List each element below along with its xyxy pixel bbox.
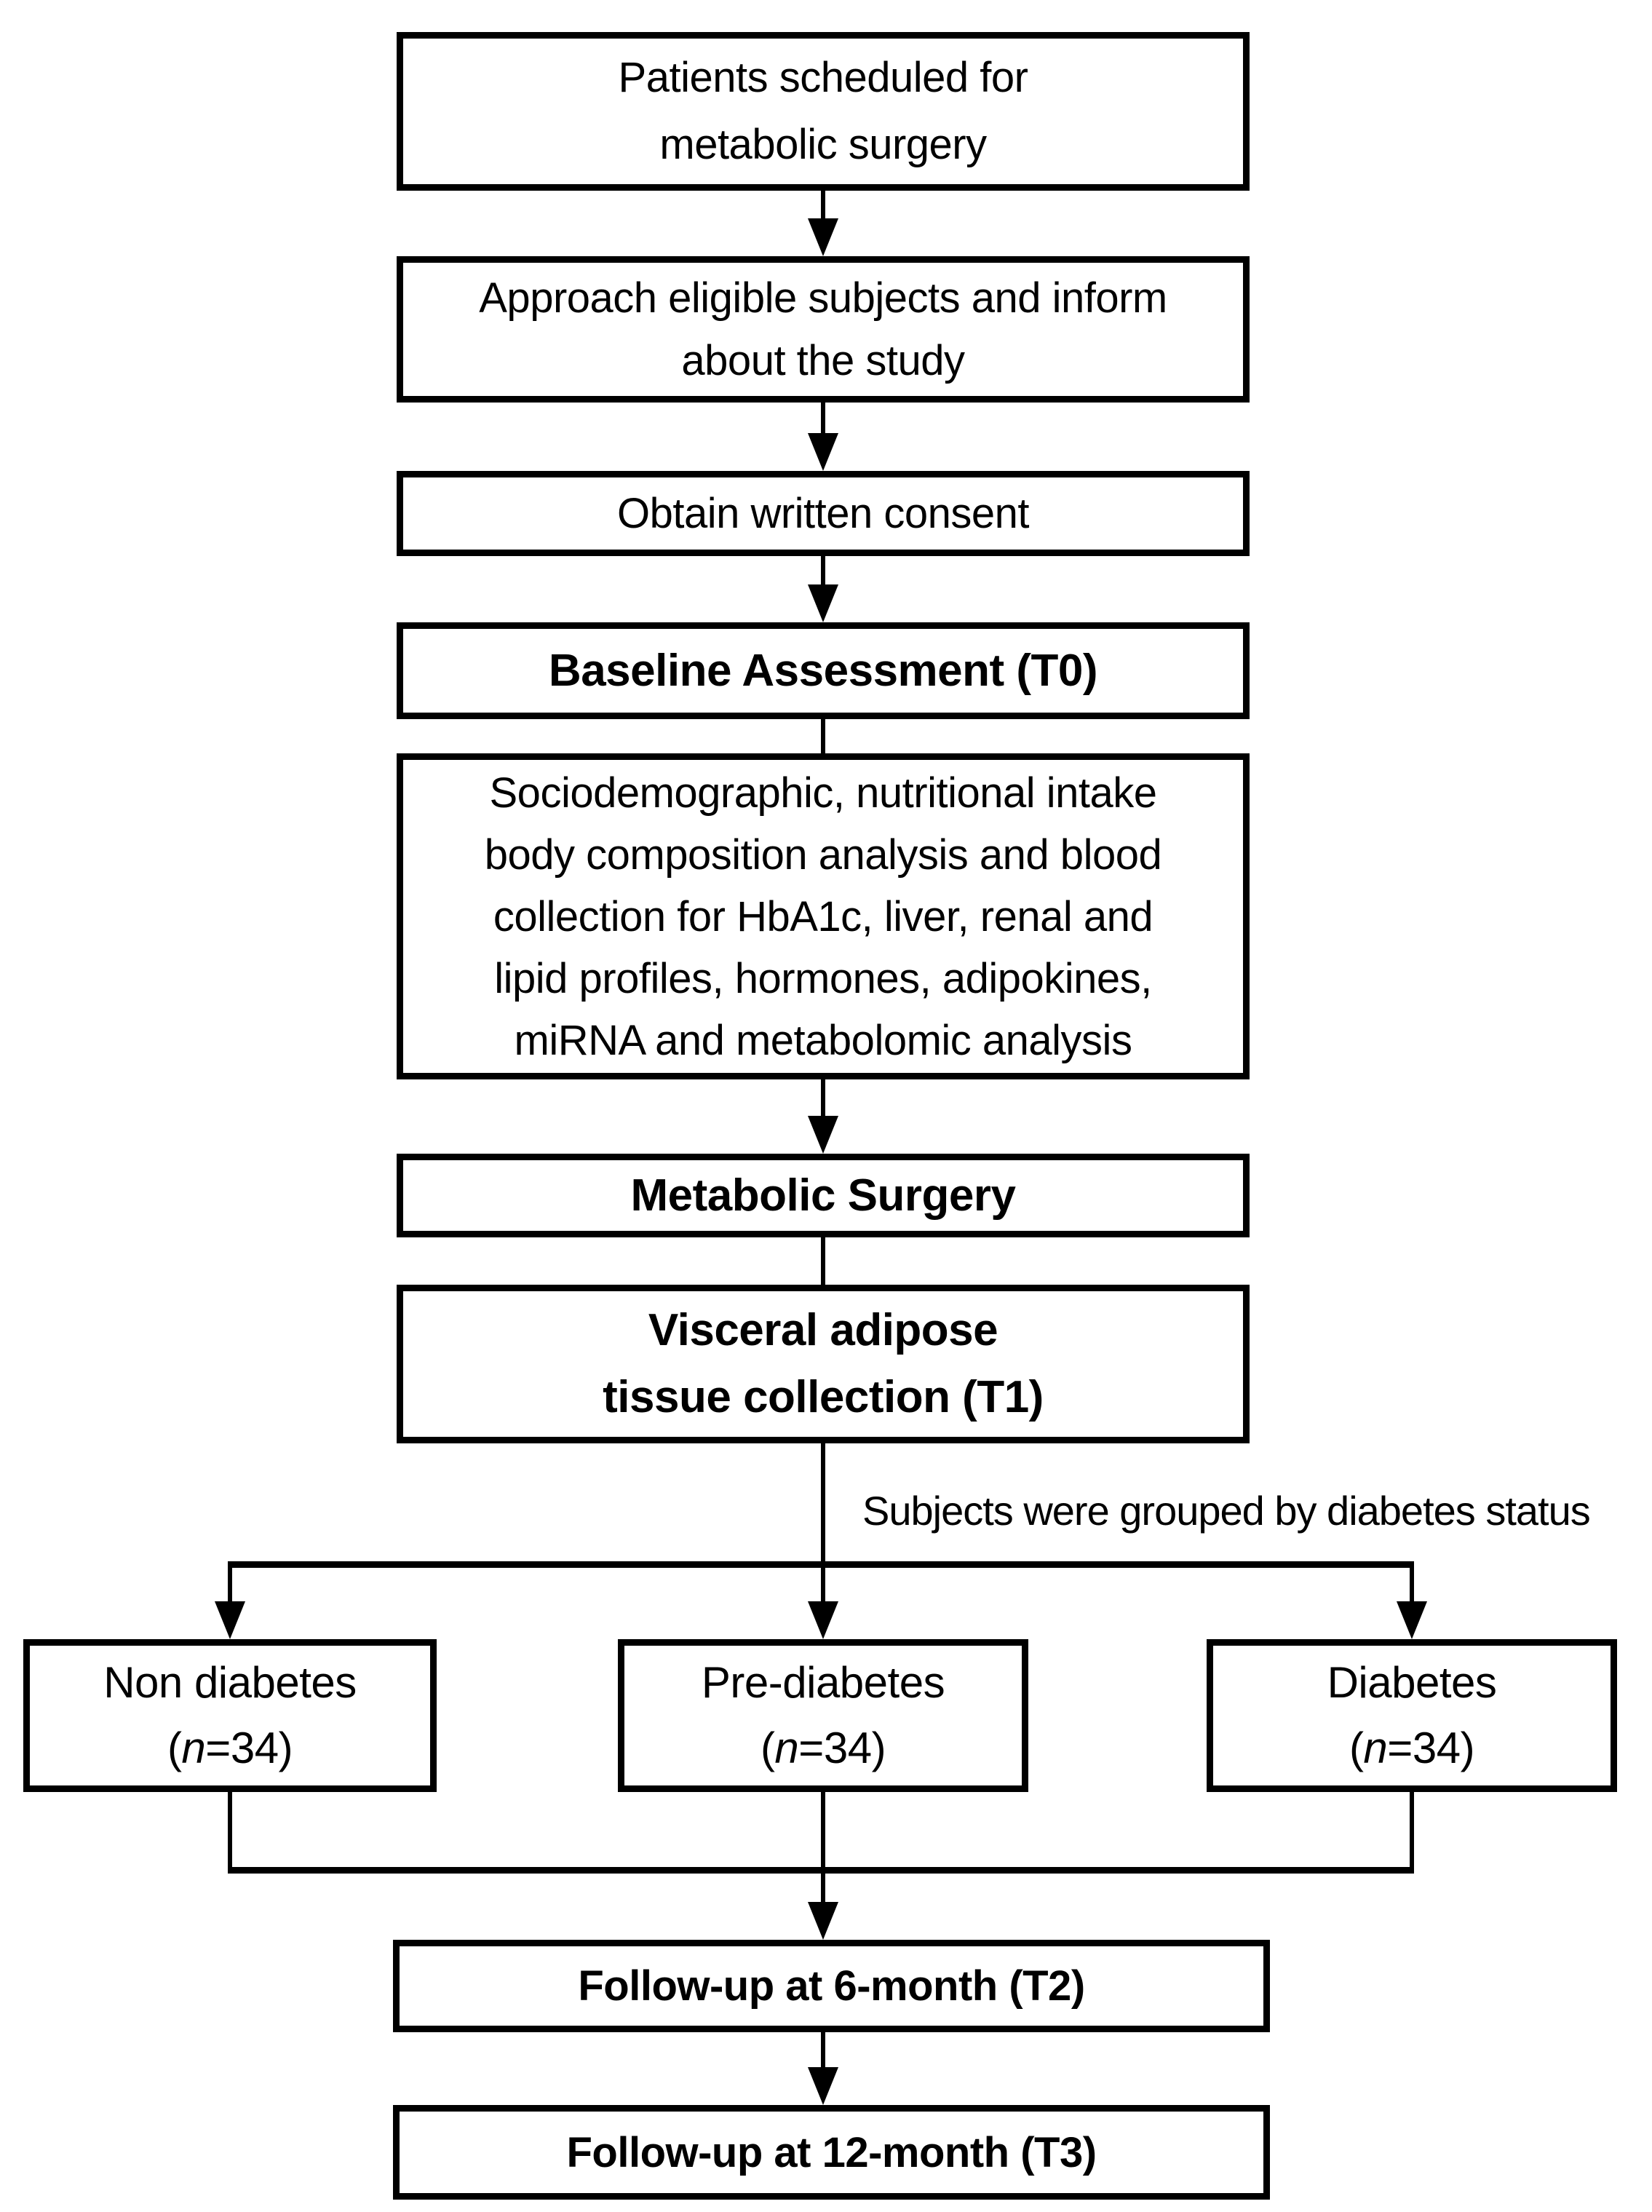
flow-box-baseline-line1: Baseline Assessment (T0) — [548, 646, 1098, 696]
flow-line-merge-followup6 — [821, 1867, 825, 1903]
flow-box-followup-12-month: Follow-up at 12-month (T3) — [393, 2105, 1270, 2200]
flow-box-detail-line3: collection for HbA1c, liver, renal and — [493, 892, 1153, 940]
flow-line-merge-middle — [821, 1792, 825, 1870]
flow-box-diabetes: Diabetes (n=34) — [1207, 1639, 1617, 1792]
arrow-down-icon — [808, 218, 838, 256]
flow-line-branch — [228, 1561, 1414, 1568]
flow-box-approach: Approach eligible subjects and inform ab… — [397, 256, 1250, 403]
flow-box-baseline-assessment: Baseline Assessment (T0) — [397, 622, 1250, 719]
grouping-label: Subjects were grouped by diabetes status — [862, 1488, 1591, 1534]
flow-box-consent-line1: Obtain written consent — [616, 490, 1030, 537]
arrow-down-icon — [808, 1902, 838, 1940]
non-diabetes-name: Non diabetes — [103, 1658, 357, 1707]
non-diabetes-count: (n=34) — [167, 1716, 293, 1781]
flow-box-metabolic-surgery: Metabolic Surgery — [397, 1154, 1250, 1237]
paren: ( — [1349, 1724, 1364, 1772]
flow-line-approach-consent — [821, 403, 825, 435]
flow-box-patients-line2: metabolic surgery — [659, 121, 987, 168]
flow-line-consent-baseline — [821, 556, 825, 586]
flow-line-merge-left — [228, 1792, 232, 1870]
flow-box-detail-line1: Sociodemographic, nutritional intake — [489, 769, 1158, 817]
flow-box-pre-diabetes: Pre-diabetes (n=34) — [618, 1639, 1028, 1792]
flow-line-baseline-detail — [821, 719, 825, 753]
flow-box-consent: Obtain written consent — [397, 471, 1250, 556]
flow-box-baseline-detail: Sociodemographic, nutritional intake bod… — [397, 753, 1250, 1079]
arrow-down-icon — [1397, 1601, 1427, 1639]
pre-diabetes-count: (n=34) — [761, 1716, 886, 1781]
flow-line-patients-approach — [821, 191, 825, 221]
pre-diabetes-name: Pre-diabetes — [701, 1658, 945, 1707]
flow-box-tissue-line2: tissue collection (T1) — [603, 1372, 1044, 1422]
flow-box-detail-line2: body composition analysis and blood — [484, 831, 1162, 879]
flow-box-approach-line2: about the study — [681, 336, 965, 384]
flow-line-branch-left — [228, 1561, 232, 1603]
paren: ( — [167, 1724, 182, 1772]
arrow-down-icon — [215, 1601, 245, 1639]
flow-box-tissue-collection: Visceral adipose tissue collection (T1) — [397, 1285, 1250, 1443]
n-value: =34) — [798, 1724, 886, 1772]
diabetes-count: (n=34) — [1349, 1716, 1475, 1781]
flow-line-branch-right — [1410, 1561, 1414, 1603]
n-symbol: n — [181, 1724, 206, 1772]
flow-box-detail-line4: lipid profiles, hormones, adipokines, — [494, 954, 1152, 1002]
arrow-down-icon — [808, 1116, 838, 1154]
flow-box-followup-6-month: Follow-up at 6-month (T2) — [393, 1940, 1270, 2032]
flow-box-approach-line1: Approach eligible subjects and inform — [479, 274, 1167, 322]
flow-line-followup6-followup12 — [821, 2032, 825, 2069]
arrow-down-icon — [808, 433, 838, 471]
flow-line-surgery-tissue — [821, 1237, 825, 1285]
followup-12-line1: Follow-up at 12-month (T3) — [566, 2128, 1097, 2176]
flow-box-detail-line5: miRNA and metabolomic analysis — [514, 1016, 1132, 1064]
flow-box-patients-line1: Patients scheduled for — [618, 54, 1028, 101]
flow-line-detail-surgery — [821, 1079, 825, 1117]
n-value: =34) — [1387, 1724, 1475, 1772]
arrow-down-icon — [808, 584, 838, 622]
arrow-down-icon — [808, 2067, 838, 2105]
n-value: =34) — [205, 1724, 293, 1772]
flow-box-tissue-line1: Visceral adipose — [648, 1305, 998, 1355]
flow-box-patients: Patients scheduled for metabolic surgery — [397, 32, 1250, 191]
paren: ( — [760, 1724, 775, 1772]
arrow-down-icon — [808, 1601, 838, 1639]
flow-box-non-diabetes: Non diabetes (n=34) — [23, 1639, 437, 1792]
n-symbol: n — [774, 1724, 799, 1772]
followup-6-line1: Follow-up at 6-month (T2) — [578, 1962, 1085, 2010]
flow-line-tissue-branch — [821, 1443, 825, 1601]
diabetes-name: Diabetes — [1327, 1658, 1497, 1707]
flow-box-surgery-line1: Metabolic Surgery — [630, 1170, 1016, 1221]
flow-line-merge-right — [1410, 1792, 1414, 1870]
n-symbol: n — [1363, 1724, 1388, 1772]
